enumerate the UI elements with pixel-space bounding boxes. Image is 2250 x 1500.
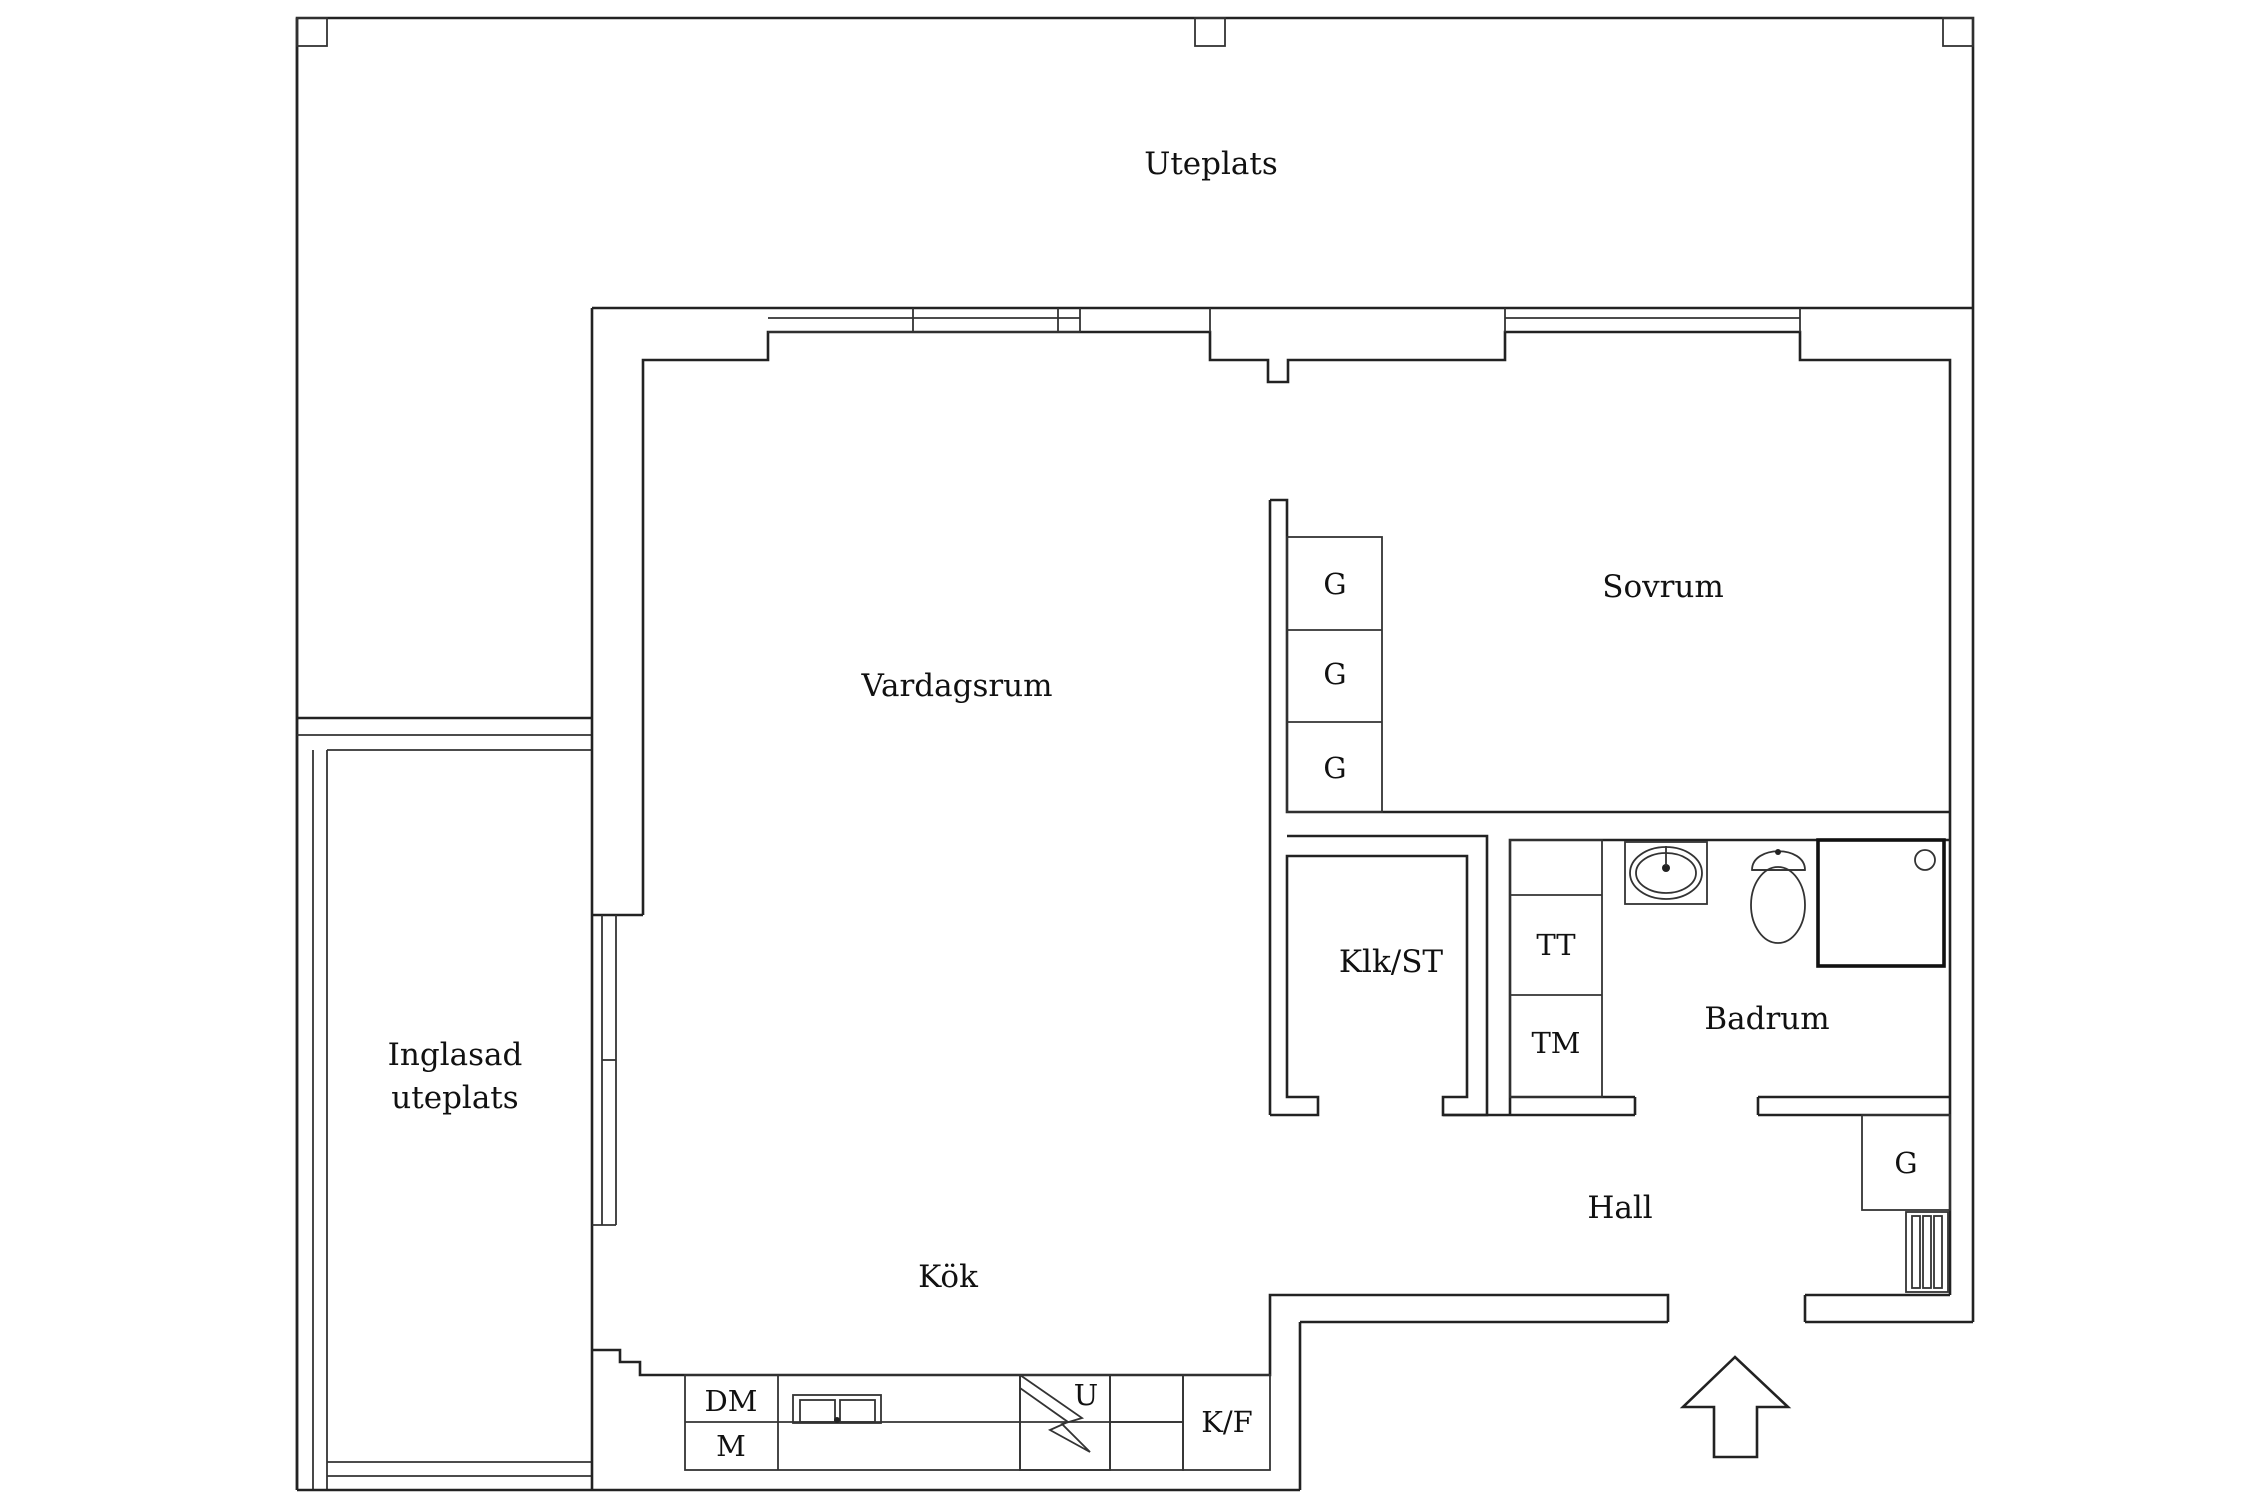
appliance-label-dm: DM	[705, 1384, 758, 1418]
closet-label-g4: G	[1894, 1146, 1917, 1180]
closet-label-g3: G	[1323, 751, 1346, 785]
interior-walls	[1268, 498, 1951, 1211]
glazed-terrace	[297, 716, 1300, 1492]
appliance-label-tt: TT	[1536, 928, 1576, 962]
shower-icon	[1816, 838, 1946, 968]
appliance-label-u: U	[1074, 1378, 1098, 1412]
room-label-klk-st: Klk/ST	[1339, 944, 1444, 980]
closet-label-g1: G	[1323, 567, 1346, 601]
appliance-label-tm: TM	[1531, 1026, 1580, 1060]
stove-icon	[1019, 1374, 1111, 1471]
room-label-inglasad-line1: Inglasad	[388, 1037, 523, 1073]
kitchen-sink-icon	[792, 1394, 882, 1424]
closet-label-g2: G	[1323, 657, 1346, 691]
radiator-icon	[1905, 1211, 1949, 1293]
terrace-outline	[295, 16, 1975, 1490]
room-label-inglasad-line2: uteplats	[391, 1080, 518, 1116]
appliance-label-kf: K/F	[1201, 1405, 1253, 1439]
toilet-icon	[1750, 849, 1806, 944]
room-label-uteplats: Uteplats	[1144, 146, 1278, 182]
room-label-badrum: Badrum	[1704, 1001, 1829, 1037]
room-label-sovrum: Sovrum	[1602, 569, 1724, 605]
room-label-hall: Hall	[1587, 1190, 1652, 1226]
appliance-label-m: M	[716, 1429, 746, 1463]
kitchen-counter	[684, 1374, 1271, 1471]
sink-icon	[1624, 841, 1708, 905]
entrance-arrow	[1679, 1355, 1792, 1459]
room-label-kok: Kök	[918, 1259, 978, 1295]
apartment-walls	[590, 306, 1973, 1490]
room-label-vardagsrum: Vardagsrum	[860, 668, 1052, 704]
